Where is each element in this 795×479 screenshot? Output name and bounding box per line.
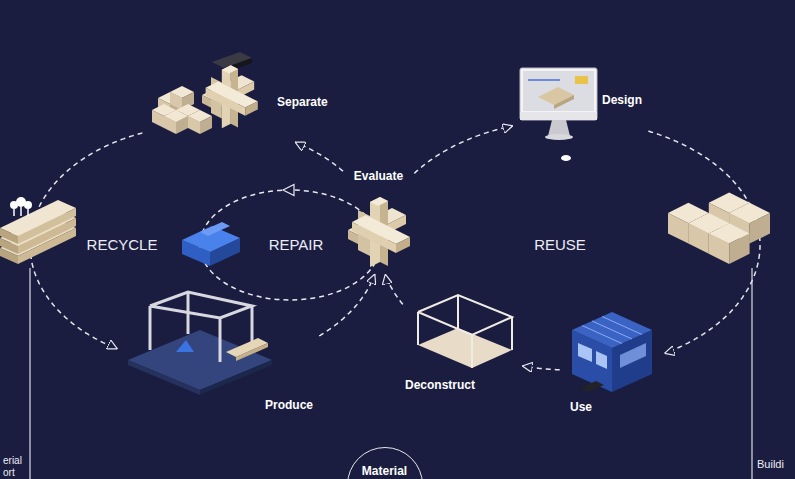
computer-monitor — [545, 134, 573, 140]
computer-monitor — [520, 68, 597, 120]
production-machine — [200, 360, 272, 395]
building-module — [578, 343, 592, 362]
frame-structure — [418, 328, 512, 368]
stage-label: Use — [570, 400, 592, 414]
computer-monitor — [554, 95, 574, 109]
computer-monitor — [561, 155, 571, 161]
repair-loop — [283, 185, 294, 196]
stage-label: Evaluate — [354, 169, 403, 183]
material-circle: Material — [347, 447, 423, 479]
separate-illustration — [202, 65, 258, 128]
repair-tool — [182, 222, 240, 266]
building-module — [582, 326, 622, 344]
timber-stack — [18, 208, 76, 244]
stage-node: Use — [562, 305, 662, 418]
edge-note: ort — [3, 467, 15, 479]
production-machine — [128, 360, 200, 395]
tree-symbol — [24, 201, 32, 209]
edge-note: erial — [3, 455, 22, 467]
separate-illustration — [152, 52, 258, 134]
computer-monitor — [520, 68, 597, 161]
production-machine — [236, 343, 268, 361]
stage-node: Separate — [145, 55, 332, 140]
tree-symbol — [27, 209, 29, 216]
production-machine — [219, 318, 222, 362]
dashed-connector — [648, 131, 760, 353]
computer-monitor — [528, 79, 560, 81]
bracket-line — [29, 268, 30, 479]
dashed-connector — [319, 274, 375, 336]
stage-node: Deconstruct — [405, 300, 520, 400]
stage-label: Deconstruct — [405, 378, 475, 392]
stage-label: Design — [602, 93, 642, 107]
dashed-connector — [385, 274, 403, 304]
dashed-connector — [414, 126, 512, 174]
dashed-connector — [522, 366, 559, 370]
module-stack — [668, 193, 770, 264]
stage-node: Design — [515, 62, 646, 167]
stage-label: Separate — [277, 95, 328, 109]
production-machine — [128, 292, 272, 395]
loop-label: REUSE — [534, 236, 586, 253]
computer-monitor — [575, 76, 588, 84]
loop-label: RECYCLE — [87, 236, 158, 253]
computer-monitor — [548, 120, 570, 136]
computer-monitor — [538, 87, 574, 105]
production-machine — [149, 306, 152, 350]
frame-structure — [418, 295, 512, 368]
timber-stack — [0, 228, 18, 244]
loop-label: REPAIR — [269, 236, 324, 253]
frame-structure — [418, 295, 512, 335]
dashed-connector — [295, 142, 343, 171]
separate-illustration — [188, 110, 212, 134]
building-module — [602, 317, 642, 335]
frame-structure — [471, 335, 473, 368]
edge-note: Buildi — [757, 458, 784, 471]
computer-monitor — [520, 112, 597, 120]
frame-structure — [418, 295, 512, 368]
bracket-line — [751, 268, 752, 479]
repair-tool — [200, 222, 230, 236]
evaluate-illustration — [348, 197, 410, 267]
building-module — [592, 321, 632, 339]
tree-symbol — [10, 197, 32, 216]
production-machine — [176, 340, 194, 352]
repair-loop — [200, 190, 380, 300]
frame-structure — [511, 317, 513, 350]
building-module — [596, 351, 607, 369]
stage-label: Produce — [265, 398, 313, 412]
module-stack — [709, 223, 750, 264]
building-module — [580, 381, 604, 392]
building-module — [620, 343, 646, 368]
frame-structure — [457, 295, 459, 328]
stage-label: Material — [362, 464, 407, 478]
stage-node: Evaluate — [345, 165, 412, 272]
computer-monitor — [523, 71, 594, 111]
timber-stack — [0, 200, 76, 264]
tree-symbol — [20, 207, 22, 216]
tree-symbol — [13, 209, 15, 216]
stage-node: Produce — [120, 285, 317, 416]
building-module — [572, 312, 652, 348]
building-module — [572, 312, 652, 392]
frame-structure — [417, 312, 419, 345]
evaluate-illustration — [348, 197, 410, 267]
production-machine — [150, 292, 252, 318]
separate-illustration — [164, 110, 188, 134]
